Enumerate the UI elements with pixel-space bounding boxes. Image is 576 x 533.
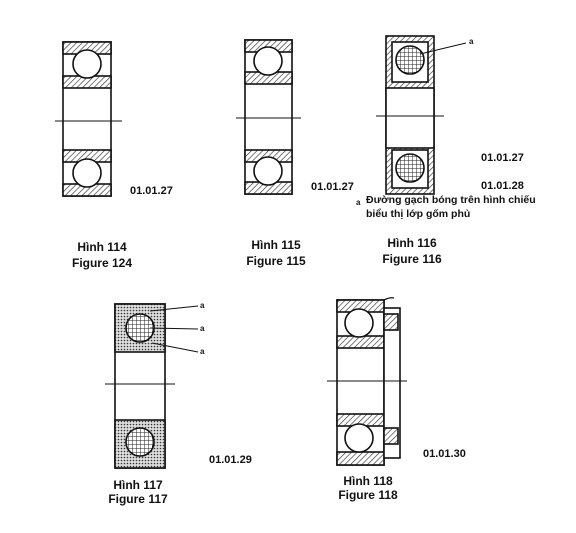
bearing-fig118 [327, 297, 407, 466]
fig115-title: Hình 115 [251, 238, 301, 252]
footnote-marker: a [356, 198, 361, 207]
fig116-title: Hình 116 [387, 236, 437, 250]
fig116-code: 01.01.27 [481, 152, 524, 164]
fig117-subtitle: Figure 117 [108, 492, 168, 506]
fig117-callout-marker-2: a [200, 324, 205, 333]
fig118-code: 01.01.30 [423, 448, 466, 460]
bearing-fig116 [376, 35, 467, 195]
bearing-fig115 [236, 39, 301, 195]
fig117-callout-marker-1: a [200, 301, 205, 310]
fig117-callout-marker-3: a [200, 347, 205, 356]
fig118-subtitle: Figure 118 [338, 488, 398, 502]
fig117-code: 01.01.29 [209, 454, 252, 466]
fig114-code: 01.01.27 [130, 185, 173, 197]
fig116-callout-marker: a [469, 37, 474, 46]
fig115-subtitle: Figure 115 [246, 254, 306, 268]
fig114-title: Hình 114 [77, 240, 127, 254]
fig116-subtitle: Figure 116 [382, 252, 442, 266]
bearing-fig114 [55, 41, 122, 197]
fig115-code: 01.01.27 [311, 181, 354, 193]
fig117-title: Hình 117 [113, 478, 163, 492]
footnote-line1: Đường gạch bóng trên hình chiếu [366, 194, 536, 206]
fig116-code2: 01.01.28 [481, 180, 524, 192]
footnote-line2: biểu thị lớp gốm phủ [366, 208, 471, 220]
fig114-subtitle: Figure 124 [71, 256, 133, 270]
bearing-fig117 [105, 303, 199, 469]
fig118-title: Hình 118 [343, 474, 393, 488]
